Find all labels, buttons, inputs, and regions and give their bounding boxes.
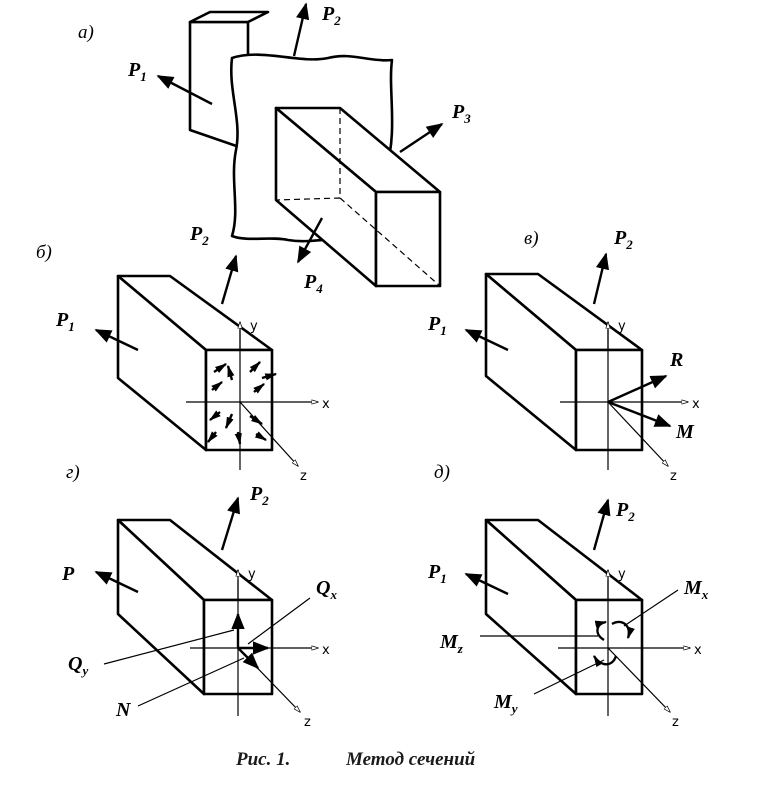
force-p3-label: P3: [451, 101, 471, 126]
hidden-edges: [275, 108, 441, 287]
force-p2-arrow: [220, 496, 240, 551]
force-p2-arrow: [292, 2, 310, 57]
force-p3-arrow: [399, 123, 444, 153]
panel-g-tag: г): [66, 462, 80, 483]
axis-z-label: z: [672, 715, 679, 730]
panel-a-tag: а): [78, 22, 94, 43]
force-p1-label: P1: [127, 59, 147, 84]
panel-d: д) y x z Mx Mz My P1 P2: [427, 462, 709, 730]
mx-leader: [623, 589, 679, 627]
moment-my-arc: [592, 654, 618, 668]
distributed-stress-arrows: [207, 361, 278, 446]
axis-x-label: x: [694, 643, 702, 658]
force-p1-arrow: [464, 328, 509, 352]
axis-z-label: z: [300, 469, 307, 484]
axis-z-line: [607, 401, 668, 466]
force-p1-label: P1: [427, 561, 447, 586]
shear-qx-label: Qx: [316, 577, 337, 602]
axis-y-label: y: [618, 567, 626, 582]
axis-x-label: x: [322, 397, 330, 412]
shear-qy-label: Qy: [68, 653, 88, 678]
force-p2-label: P2: [615, 499, 635, 524]
force-p2-arrow: [592, 498, 611, 551]
axis-z-label: z: [304, 715, 311, 730]
axis-x-label: x: [322, 643, 330, 658]
force-p2-label: P2: [189, 223, 209, 248]
force-p4-arrow: [296, 217, 324, 264]
my-leader: [533, 659, 605, 695]
force-p2-arrow: [220, 254, 239, 305]
panel-a: а) P1 P2 P3 P4: [78, 2, 471, 296]
n-leader: [137, 657, 245, 707]
force-p1-label: P1: [55, 309, 75, 334]
figure-caption-title: Метод сечений: [345, 749, 475, 770]
force-p2-label: P2: [249, 483, 269, 508]
axis-z-line: [607, 647, 670, 712]
force-p-label: P: [61, 563, 75, 585]
left-bar-top: [188, 10, 270, 24]
force-p2-label: P2: [613, 227, 633, 252]
panel-b-tag: б): [36, 242, 52, 263]
force-p2-label: P2: [321, 3, 341, 28]
moment-mx-label: Mx: [683, 577, 709, 602]
right-bar-end: [374, 190, 442, 288]
force-p4-label: P4: [303, 271, 323, 296]
panel-v: в) y x z R M P1 P2: [427, 227, 700, 484]
section-face: [574, 348, 644, 452]
force-p-arrow: [94, 570, 139, 594]
force-p1-label: P1: [427, 313, 447, 338]
moment-my-label: My: [493, 691, 518, 716]
axis-y-label: y: [250, 319, 258, 334]
moment-mz-arc: [594, 620, 608, 642]
axis-y-label: y: [248, 567, 256, 582]
axis-x-label: x: [692, 397, 700, 412]
section-face: [574, 598, 644, 696]
section-face: [204, 348, 274, 452]
panel-b: б) y x z P1 P2: [36, 223, 330, 484]
force-p1-arrow: [464, 572, 509, 596]
axis-y-label: y: [618, 319, 626, 334]
qx-leader: [247, 597, 311, 645]
normal-n-arrow: [237, 647, 260, 670]
moment-mz-label: Mz: [439, 631, 464, 656]
force-p2-arrow: [592, 252, 610, 305]
resultant-r-label: R: [669, 349, 683, 371]
panel-d-tag: д): [434, 462, 450, 483]
panel-g: г) y x z Qx Qy N P P2: [61, 462, 337, 730]
moment-m-label: M: [675, 421, 695, 443]
moment-mx-arc: [611, 620, 635, 640]
force-p1-arrow: [156, 74, 213, 106]
axis-z-line: [239, 401, 298, 466]
panel-v-tag: в): [524, 228, 539, 249]
resultant-r-arrow: [607, 374, 668, 404]
figure-caption-number: Рис. 1.: [235, 749, 290, 770]
force-p1-arrow: [94, 328, 139, 352]
moment-m-arrow: [607, 400, 672, 428]
normal-n-label: N: [115, 699, 132, 721]
qy-leader: [103, 629, 235, 665]
axis-z-label: z: [670, 469, 677, 484]
